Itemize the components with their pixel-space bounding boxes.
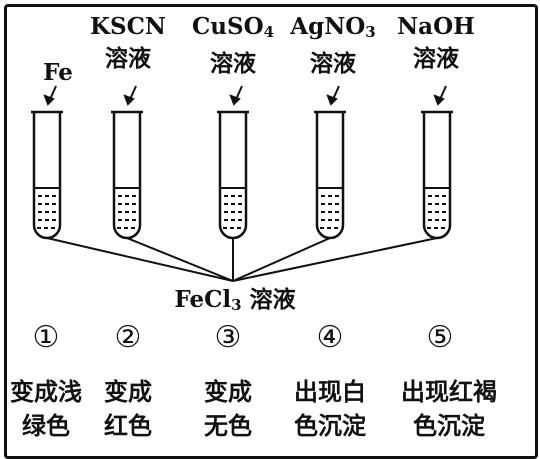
tube-number-2: ② — [114, 320, 142, 355]
reagent-3-solution: 溶液 — [210, 50, 256, 77]
add-arrow-4 — [326, 85, 340, 106]
reagent-3-name: CuSO4 — [191, 13, 275, 42]
source-solution-label: FeCl3 溶液 — [174, 286, 296, 315]
liquid-5 — [424, 187, 450, 229]
observation-2: 变成 红色 — [104, 377, 152, 440]
reagent-5-name: NaOH — [397, 13, 475, 40]
connector-5 — [232, 237, 438, 282]
diagram-border — [4, 4, 538, 459]
reagent-label-1: Fe — [33, 60, 83, 86]
tube-number-4: ④ — [316, 320, 344, 355]
reagent-label-2: KSCN 溶液 — [88, 14, 168, 72]
connector-2 — [126, 237, 234, 282]
add-arrow-5 — [433, 85, 447, 106]
observation-4: 出现白 色沉淀 — [294, 377, 366, 440]
reagent-label-3: CuSO4 溶液 — [188, 14, 278, 77]
test-tube-4 — [314, 110, 346, 240]
reagent-label-5: NaOH 溶液 — [396, 14, 476, 72]
observation-1: 变成浅 绿色 — [10, 377, 82, 440]
reagent-4-solution: 溶液 — [310, 50, 356, 77]
test-tube-5 — [421, 110, 453, 240]
tube-number-1: ① — [32, 320, 60, 355]
connector-1 — [46, 237, 234, 282]
reagent-1-name: Fe — [43, 59, 73, 86]
tube-number-3: ③ — [214, 320, 242, 355]
reagent-label-4: AgNO3 溶液 — [288, 14, 378, 77]
liquid-3 — [220, 187, 246, 229]
observation-5: 出现红褐 色沉淀 — [401, 377, 497, 440]
test-tube-3 — [217, 110, 249, 240]
connector-4 — [232, 237, 331, 282]
test-tube-2 — [111, 110, 143, 240]
tube-number-5: ⑤ — [426, 320, 454, 355]
reagent-2-solution: 溶液 — [105, 45, 151, 72]
observation-3: 变成 无色 — [204, 377, 252, 440]
reagent-5-solution: 溶液 — [413, 45, 459, 72]
liquid-1 — [34, 187, 60, 229]
reagent-4-name: AgNO3 — [290, 13, 376, 42]
liquid-2 — [114, 187, 140, 229]
reagent-2-name: KSCN — [90, 13, 166, 40]
add-arrow-1 — [43, 85, 57, 106]
test-tube-1 — [31, 110, 63, 240]
liquid-4 — [317, 187, 343, 229]
add-arrow-2 — [123, 85, 137, 106]
add-arrow-3 — [229, 85, 243, 106]
